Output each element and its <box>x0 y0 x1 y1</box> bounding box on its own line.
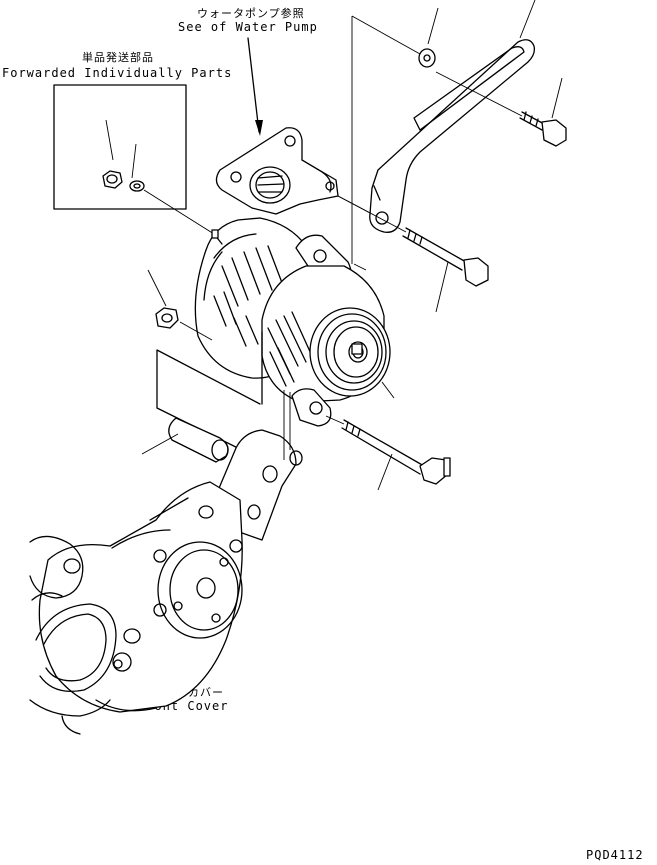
washer-top <box>352 16 435 264</box>
spacer-collar <box>142 418 228 462</box>
water-pump-ref-en: See of Water Pump <box>178 20 318 34</box>
forwarded-parts-jp: 単品発送部品 <box>82 51 154 64</box>
nut-left <box>148 270 212 340</box>
forwarded-parts-box <box>54 85 214 234</box>
water-pump-leader <box>248 38 263 136</box>
alternator <box>195 218 390 426</box>
drawing-code: PQD4112 <box>586 848 644 862</box>
forwarded-parts-en: Forwarded Individually Parts <box>2 66 233 80</box>
water-pump-flange <box>216 128 372 214</box>
bolt-middle-right <box>338 196 488 312</box>
bolt-upper-right <box>436 72 566 146</box>
front-cover <box>30 482 242 734</box>
adjusting-bracket <box>370 0 535 232</box>
through-bolt <box>326 382 450 490</box>
water-pump-ref-jp: ウォータポンプ参照 <box>197 7 305 20</box>
